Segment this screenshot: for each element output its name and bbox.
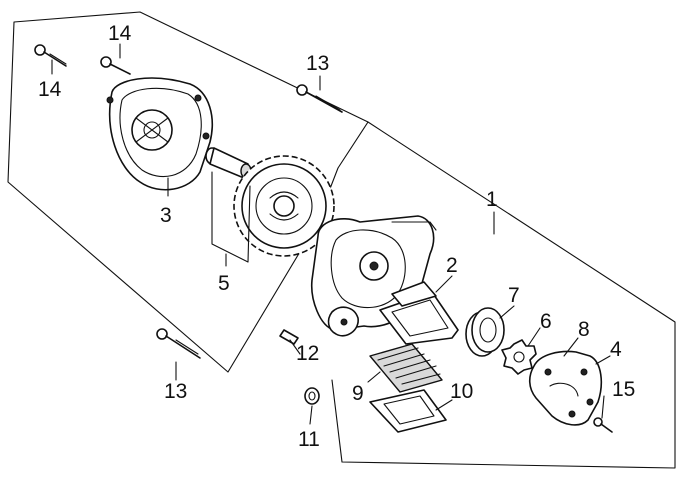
bolt-14-left: [34, 44, 67, 67]
callout-13-bottom: 13: [164, 380, 187, 403]
sprocket-gear-part-5: [233, 155, 335, 257]
callout-7: 7: [508, 284, 520, 307]
callout-1: 1: [486, 188, 498, 211]
gasket-part-10: [369, 389, 447, 433]
washer-part-11: [304, 387, 320, 405]
callout-6: 6: [540, 310, 552, 333]
leader-lines: [51, 43, 611, 425]
screw-part-15: [593, 417, 613, 433]
callout-9: 9: [352, 382, 364, 405]
callout-15: 15: [612, 378, 635, 401]
inner-rotor-part-6: [501, 339, 537, 375]
bolt-13-top: [296, 84, 343, 113]
callout-8: 8: [578, 318, 590, 341]
callout-13-top: 13: [306, 52, 329, 75]
strainer-part-2: [379, 281, 459, 345]
assembly-boundary-right: [331, 121, 676, 469]
pump-cover-part-3: [106, 77, 213, 191]
dowel-pin-part-12: [279, 329, 299, 345]
pump-plate-part-4: [528, 350, 603, 426]
callout-14-left: 14: [38, 78, 62, 101]
screen-mesh-part-9: [369, 343, 443, 393]
callout-4: 4: [610, 338, 622, 361]
callout-2: 2: [446, 254, 458, 277]
callout-3: 3: [160, 204, 172, 227]
bolt-14-top: [100, 56, 131, 75]
callout-5: 5: [218, 272, 230, 295]
pump-shaft-part-5: [205, 147, 252, 179]
callout-12: 12: [296, 342, 319, 365]
callout-10: 10: [450, 380, 473, 403]
callout-14-top: 14: [108, 22, 132, 45]
bolt-13-bottom: [156, 328, 201, 359]
callout-11: 11: [298, 428, 320, 451]
outer-rotor-part-7: [465, 307, 505, 357]
